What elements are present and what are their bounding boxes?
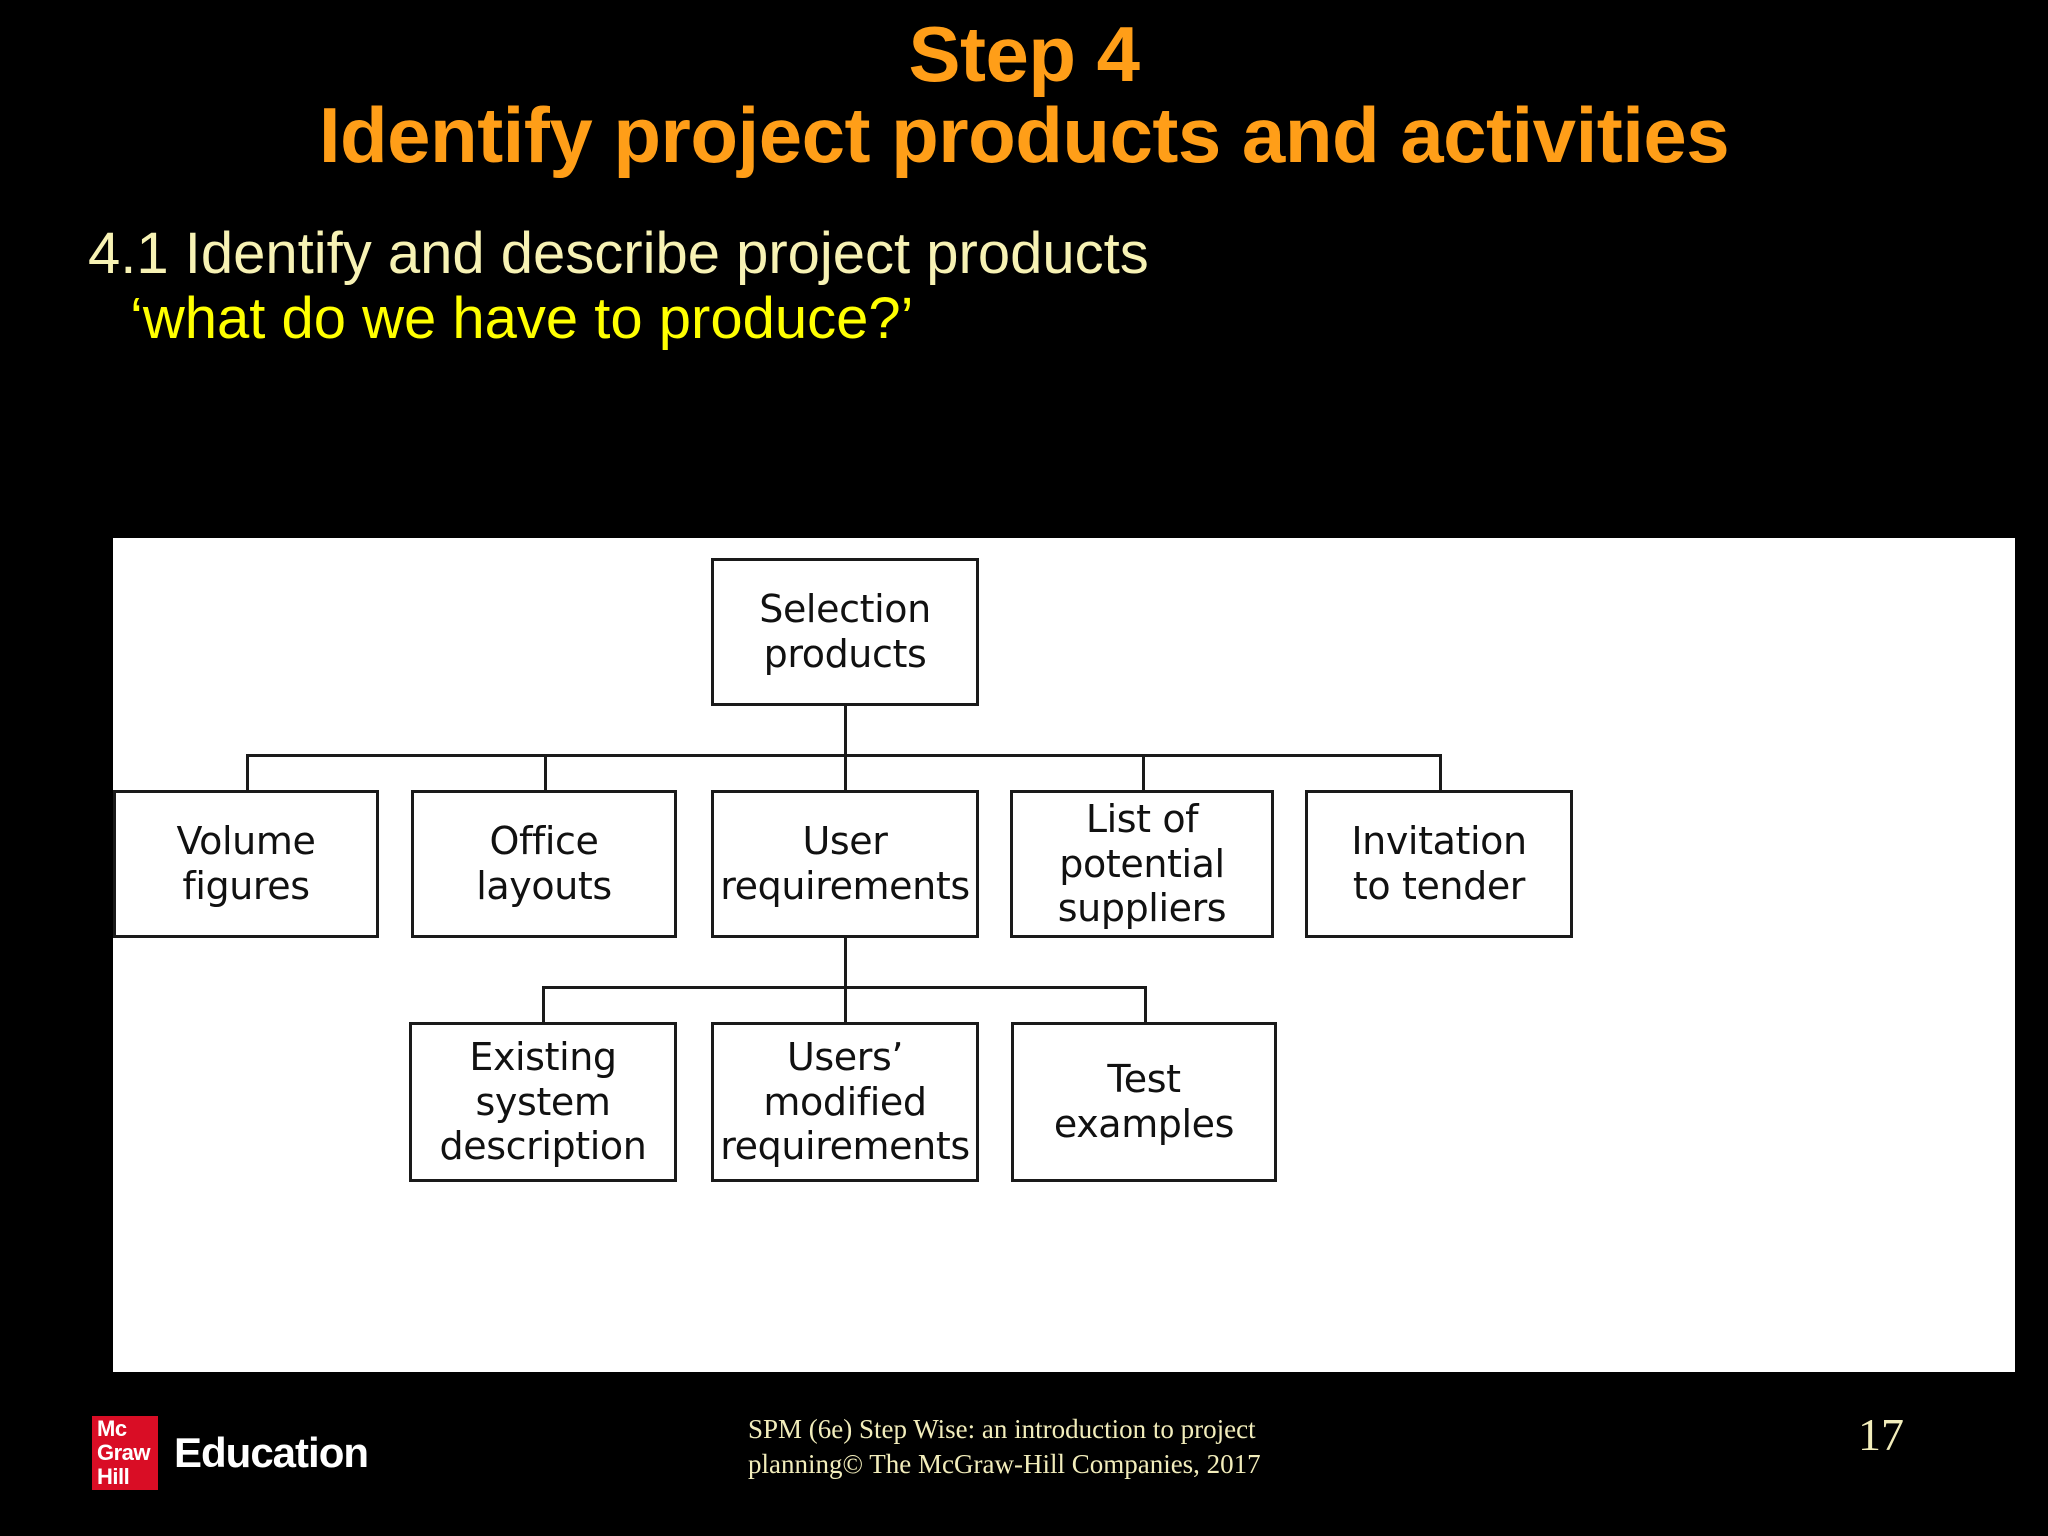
connector-drop-user-requirements (844, 754, 847, 792)
page-number: 17 (1858, 1409, 1904, 1460)
slide-footer: Mc Graw Hill Education SPM (6e) Step Wis… (0, 1378, 2048, 1536)
diagram-node-selection-products: Selection products (711, 558, 979, 706)
bullet-item-question: ‘what do we have to produce?’ (130, 285, 914, 351)
bullet-block: 4.1 Identify and describe project produc… (88, 221, 1588, 352)
diagram-node-existing-system-description: Existing system description (409, 1022, 677, 1182)
logo-mark-line-3: Hill (97, 1464, 130, 1489)
diagram-node-test-examples: Test examples (1011, 1022, 1277, 1182)
node-text-line: Test (1107, 1057, 1181, 1102)
diagram-node-user-requirements: User requirements (711, 790, 979, 938)
node-text-line: Volume (176, 819, 316, 864)
node-text-line: suppliers (1057, 886, 1227, 931)
node-text-line: Invitation (1351, 819, 1527, 864)
node-text-line: Users’ (786, 1034, 904, 1079)
diagram-node-volume-figures: Volume figures (113, 790, 379, 938)
connector-drop-office-layouts (544, 754, 547, 792)
node-text-line: figures (182, 864, 310, 908)
node-text-line: Selection (759, 587, 931, 632)
mcgraw-hill-education-logo: Mc Graw Hill Education (92, 1416, 369, 1490)
connector-drop-invitation-tender (1439, 754, 1442, 792)
node-text-line: List of (1085, 796, 1199, 841)
copyright-text: SPM (6e) Step Wise: an introduction to p… (748, 1412, 1308, 1481)
diagram-node-list-of-potential-suppliers: List of potential suppliers (1010, 790, 1274, 938)
node-text-line: products (763, 632, 927, 676)
node-text-line: Office (489, 819, 599, 864)
diagram-node-invitation-to-tender: Invitation to tender (1305, 790, 1573, 938)
mcgraw-hill-logo-mark: Mc Graw Hill (92, 1416, 158, 1490)
copyright-line-1: SPM (6e) Step Wise: an introduction to p… (748, 1414, 1256, 1444)
slide-title: Step 4 Identify project products and act… (0, 10, 2048, 180)
node-text-line: requirements (720, 1124, 970, 1169)
node-text-line: description (439, 1124, 647, 1169)
node-text-line: to tender (1352, 864, 1526, 908)
node-text-line: layouts (476, 864, 612, 908)
connector-drop-test-examples (1144, 986, 1147, 1024)
connector-drop-users-modified (844, 986, 847, 1024)
node-text-line: potential (1059, 841, 1225, 886)
product-breakdown-diagram: Selection products Volume figures Office… (113, 538, 2015, 1372)
connector-drop-existing-system (542, 986, 545, 1024)
diagram-node-office-layouts: Office layouts (411, 790, 677, 938)
node-text-line: User (802, 819, 888, 864)
logo-mark-line-1: Mc (97, 1416, 127, 1441)
connector-drop-list-suppliers (1142, 754, 1145, 792)
title-line-1: Step 4 (908, 10, 1140, 98)
logo-wordmark-education: Education (174, 1429, 369, 1476)
node-text-line: system (475, 1079, 611, 1124)
connector-user-requirements-stem (844, 938, 847, 988)
connector-drop-volume-figures (246, 754, 249, 792)
title-line-2: Identify project products and activities (318, 91, 1730, 180)
copyright-line-2: planning© The McGraw-Hill Companies, 201… (748, 1448, 1261, 1479)
node-text-line: requirements (720, 864, 970, 908)
node-text-line: Existing (469, 1034, 617, 1079)
bullet-item-4-1: 4.1 Identify and describe project produc… (88, 221, 1149, 286)
diagram-node-users-modified-requirements: Users’ modified requirements (711, 1022, 979, 1182)
node-text-line: modified (763, 1079, 927, 1124)
logo-mark-line-2: Graw (97, 1440, 151, 1465)
connector-root-stem (844, 706, 847, 756)
node-text-line: examples (1053, 1102, 1235, 1146)
diagram-panel: Selection products Volume figures Office… (113, 538, 2015, 1372)
